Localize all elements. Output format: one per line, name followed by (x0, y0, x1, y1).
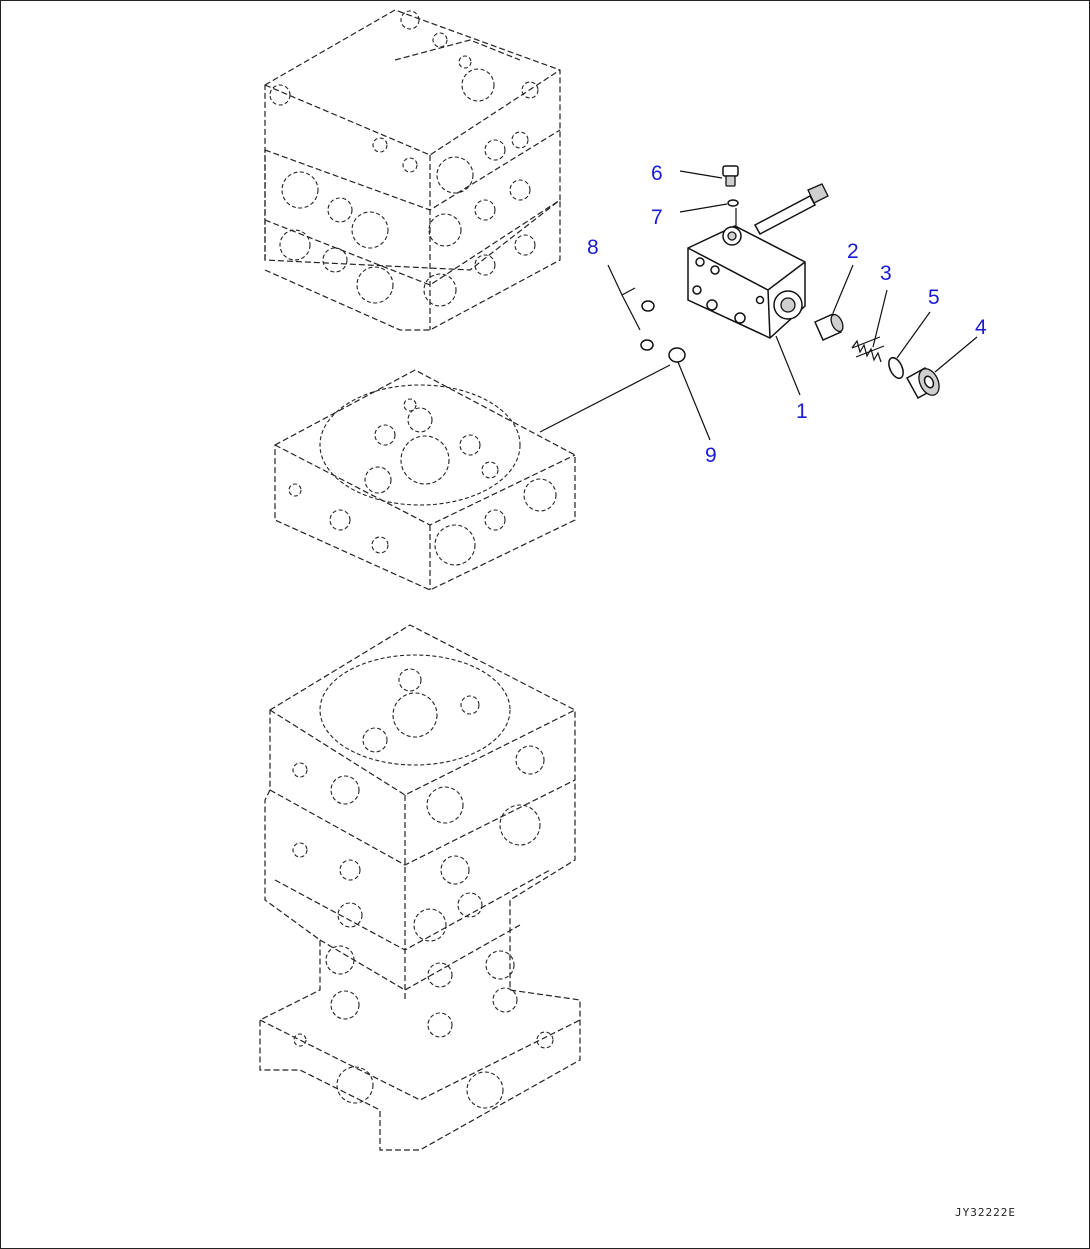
part-valve-body-1 (687, 225, 806, 339)
part-spool-2 (814, 313, 844, 341)
leader-lines (539, 170, 978, 441)
callout-6: 6 (651, 162, 663, 185)
part-plug-6 (722, 165, 739, 187)
callout-5: 5 (928, 286, 940, 309)
part-oring-7 (727, 199, 739, 207)
lower-valve-stack (259, 624, 581, 1151)
part-orings-8 (640, 300, 655, 351)
callout-3: 3 (880, 262, 892, 285)
drawing-code: JY32222E (955, 1206, 1016, 1219)
callout-1: 1 (796, 400, 808, 423)
callout-7: 7 (651, 206, 663, 229)
part-oring-5 (888, 356, 904, 380)
upper-valve-block (264, 9, 561, 331)
callout-8: 8 (587, 236, 599, 259)
callout-labels: 1 2 3 4 5 6 7 8 9 (587, 162, 987, 467)
callout-2: 2 (847, 240, 859, 263)
part-bolt (753, 183, 829, 236)
middle-valve-section (274, 369, 576, 591)
part-plug-4 (905, 366, 940, 400)
part-spring-3 (851, 336, 885, 363)
callout-4: 4 (975, 316, 987, 339)
part-oring-9 (668, 347, 686, 363)
callout-9: 9 (705, 444, 717, 467)
